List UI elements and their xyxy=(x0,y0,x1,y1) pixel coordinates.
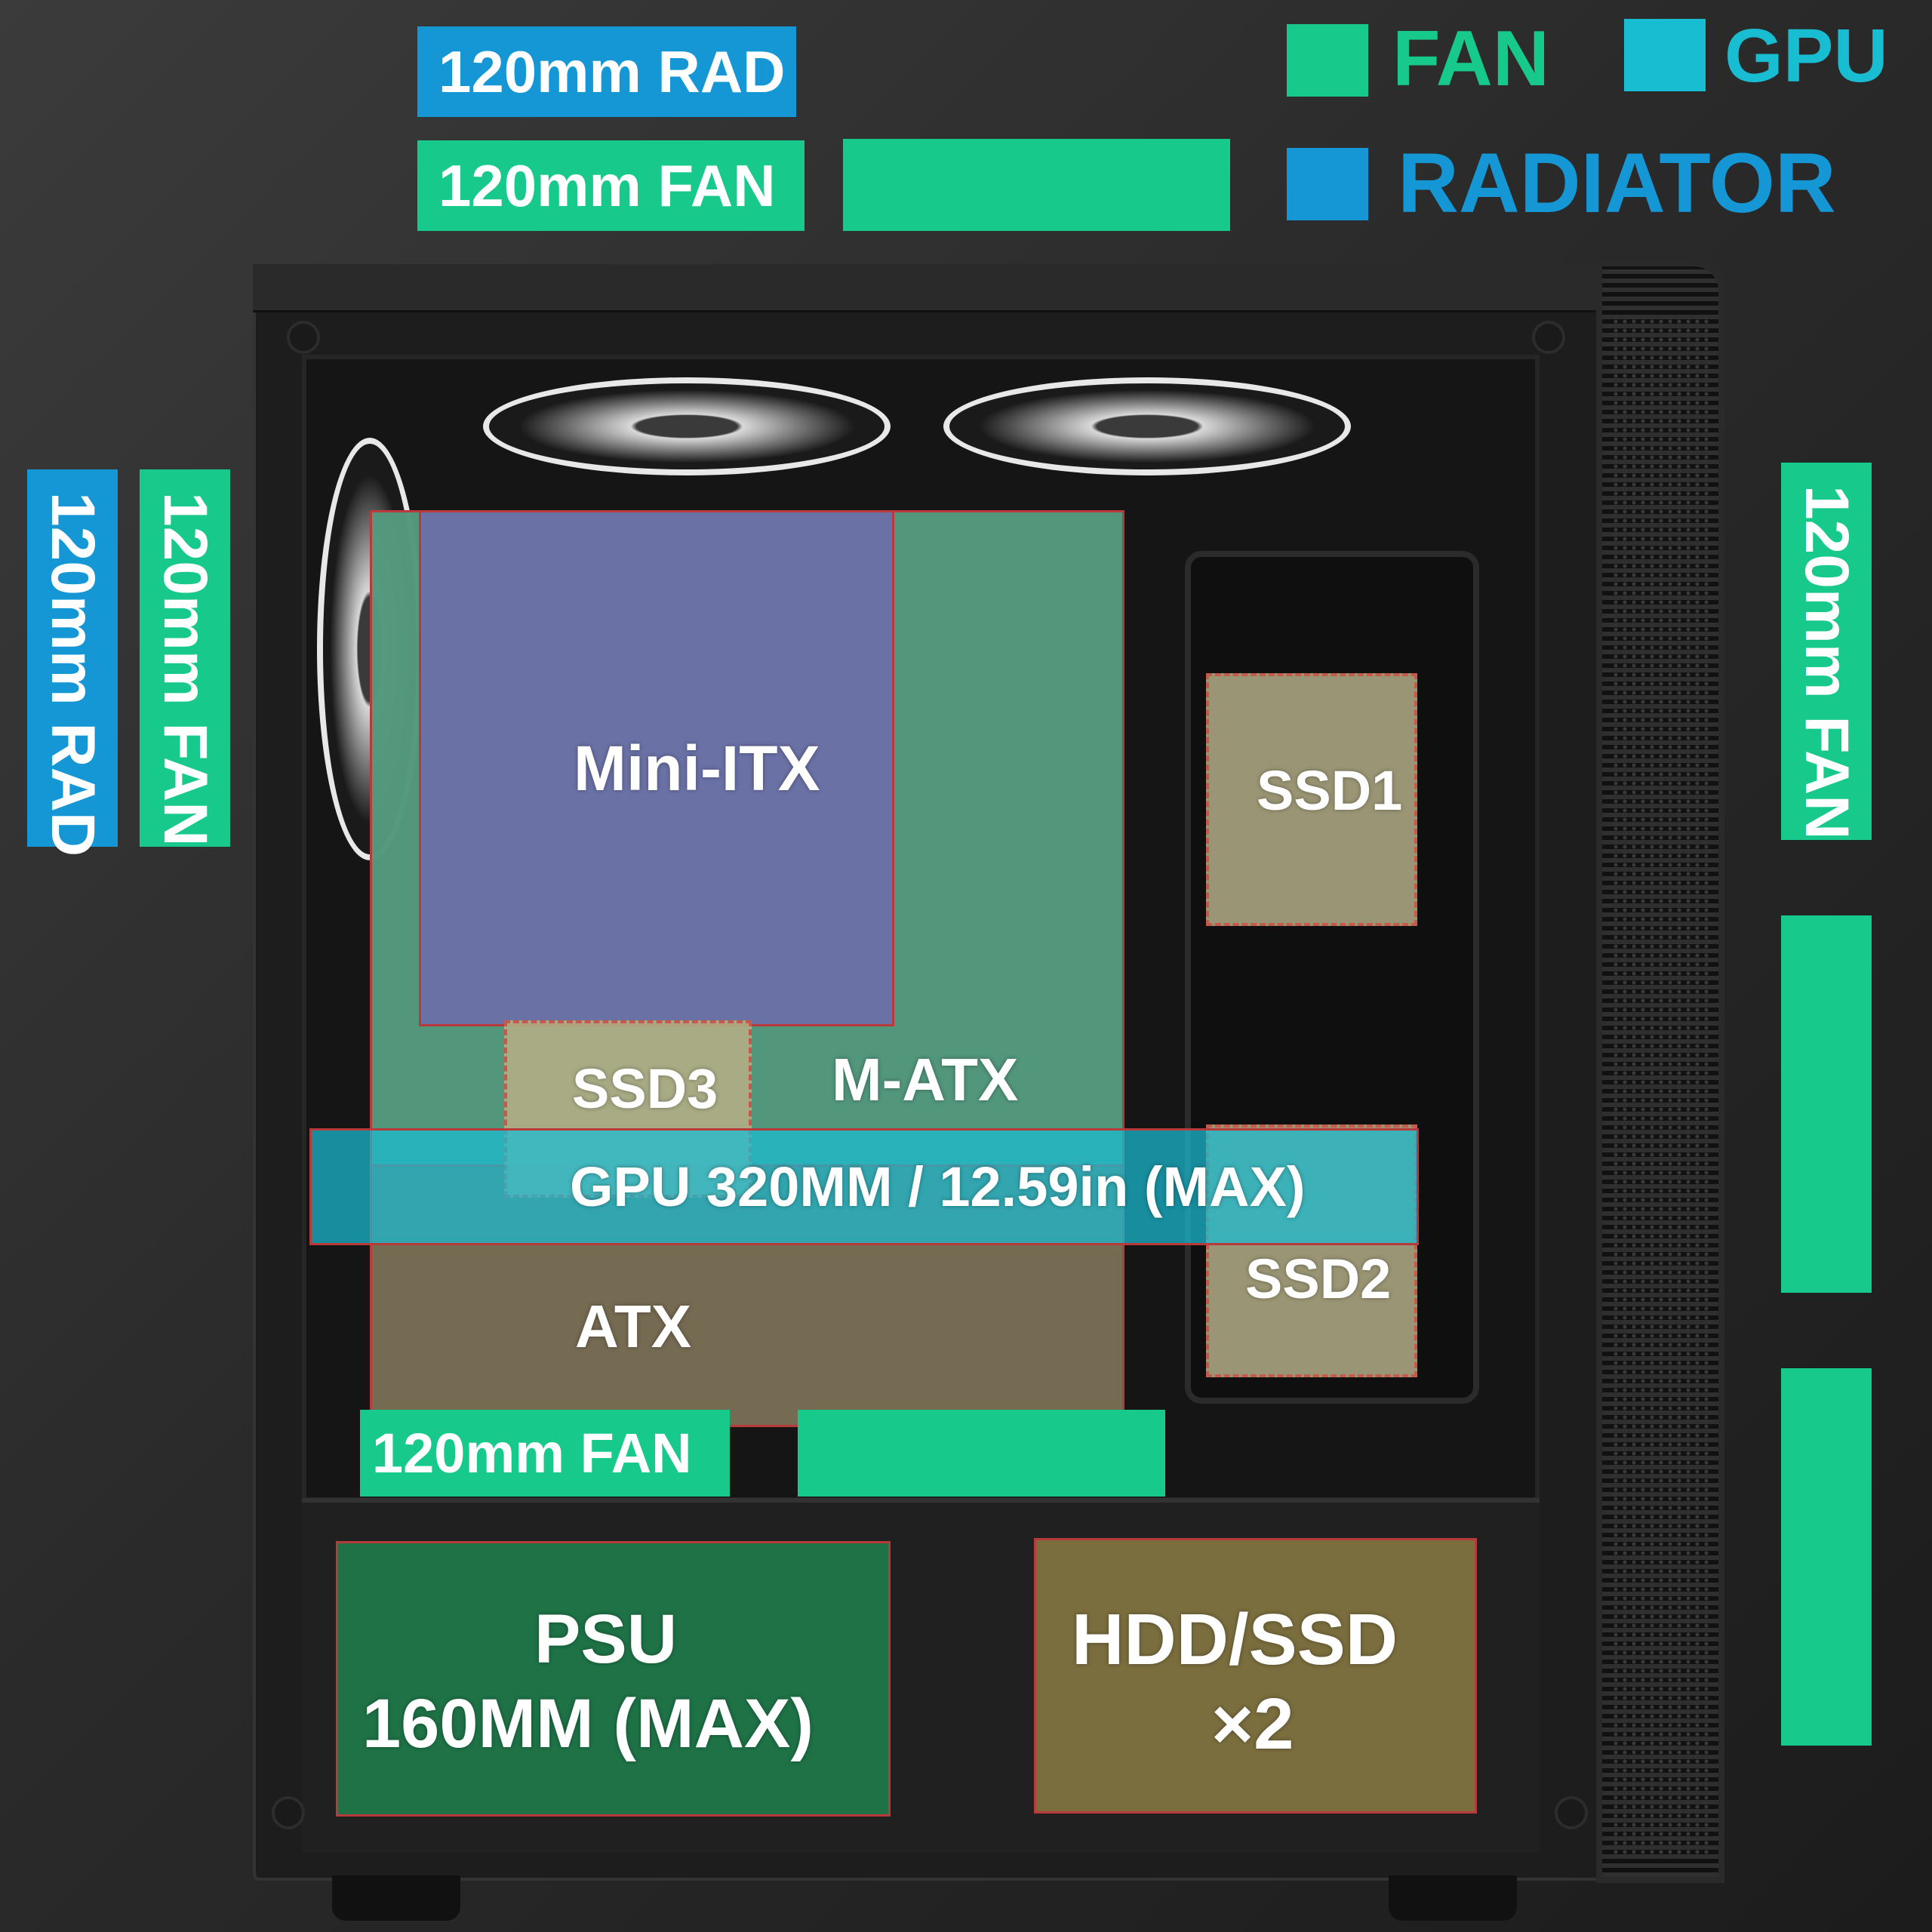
zone-m-atx-label: M-ATX xyxy=(832,1046,1019,1113)
left-fan-label: 120mm FAN xyxy=(140,469,230,847)
case-foot-right xyxy=(1389,1875,1517,1921)
zone-atx-label: ATX xyxy=(575,1293,692,1360)
bottom-fan-slot-2 xyxy=(798,1410,1165,1497)
legend-fan-label: FAN xyxy=(1392,17,1549,101)
right-fan-label: 120mm FAN xyxy=(1781,463,1872,840)
top-rad-label: 120mm RAD xyxy=(417,26,796,117)
zone-ssd2-label: SSD2 xyxy=(1245,1247,1392,1310)
screw-icon xyxy=(1555,1796,1588,1829)
right-fan-slot-3 xyxy=(1781,1368,1872,1746)
case-top-rail xyxy=(253,264,1617,312)
legend-gpu-label: GPU xyxy=(1724,14,1888,98)
right-fan-slot-2 xyxy=(1781,915,1872,1293)
zone-hdd-label-line2: ×2 xyxy=(1211,1684,1294,1764)
zone-ssd1-label: SSD1 xyxy=(1257,759,1403,822)
zone-mini-itx-label: Mini-ITX xyxy=(574,733,820,804)
screw-icon xyxy=(287,321,320,354)
zone-hdd xyxy=(1034,1538,1477,1814)
legend-fan-swatch xyxy=(1287,24,1368,97)
front-mesh-dots xyxy=(1611,317,1709,1857)
top-fan-slot-2 xyxy=(843,139,1230,231)
zone-psu-label-line1: PSU xyxy=(534,1601,678,1678)
zone-psu-label-line2: 160MM (MAX) xyxy=(362,1685,814,1762)
top-fan-label: 120mm FAN xyxy=(417,140,804,231)
screw-icon xyxy=(272,1796,305,1829)
case-foot-left xyxy=(332,1875,460,1921)
screw-icon xyxy=(1532,321,1565,354)
bottom-fan-label: 120mm FAN xyxy=(360,1410,730,1497)
legend-radiator-swatch xyxy=(1287,148,1368,220)
zone-mini-itx xyxy=(419,510,894,1026)
zone-ssd3-label: SSD3 xyxy=(572,1057,718,1120)
zone-psu xyxy=(336,1541,891,1817)
top-fan-2-icon xyxy=(943,377,1351,475)
legend-gpu-swatch xyxy=(1624,19,1706,91)
zone-ssd1 xyxy=(1206,673,1417,926)
zone-hdd-label-line1: HDD/SSD xyxy=(1072,1599,1398,1680)
top-fan-1-icon xyxy=(483,377,891,475)
zone-gpu xyxy=(309,1128,1419,1245)
left-rad-label: 120mm RAD xyxy=(27,469,118,857)
zone-gpu-label: GPU 320MM / 12.59in (MAX) xyxy=(570,1155,1306,1218)
legend-radiator-label: RADIATOR xyxy=(1398,137,1836,228)
